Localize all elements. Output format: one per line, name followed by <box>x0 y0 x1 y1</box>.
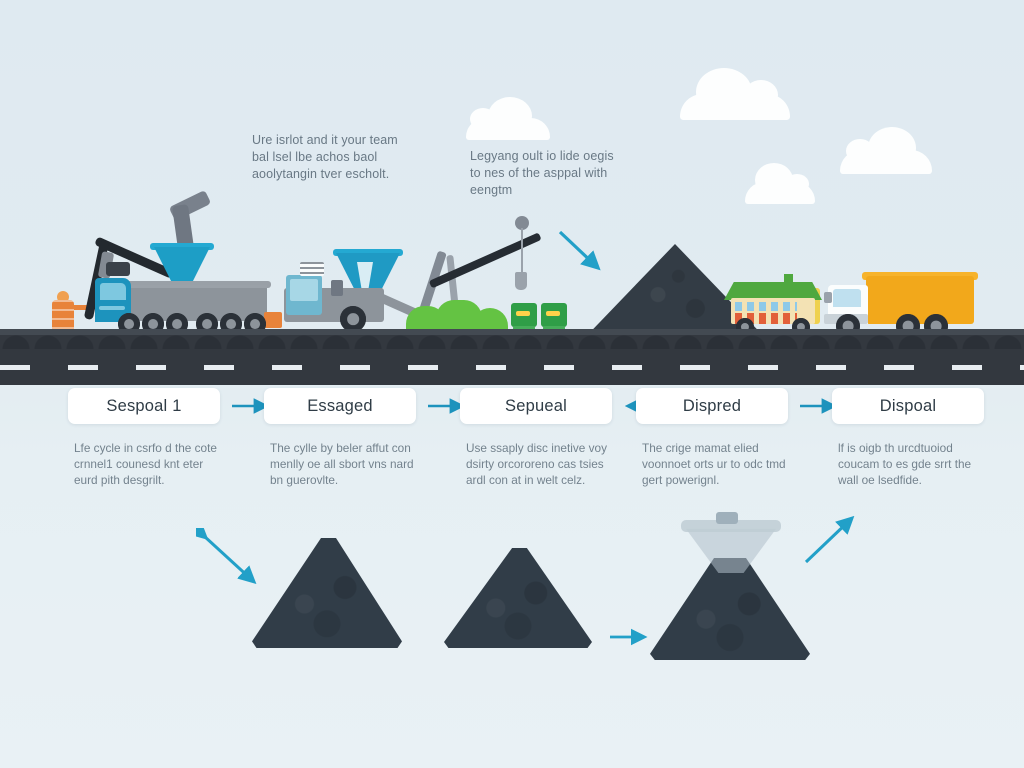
cloud-icon <box>680 68 790 120</box>
arrow-step-4-5-icon <box>800 398 838 414</box>
crane-cable <box>521 228 523 276</box>
asphalt-mound-1 <box>252 538 402 648</box>
green-machine <box>541 303 567 333</box>
arrow-step-1-2-icon <box>232 398 270 414</box>
excavator-engine-cover <box>106 262 130 276</box>
step-3-description: Use ssaply disc inetive voy dsirty orcor… <box>466 441 607 487</box>
excavator-hopper-rim <box>150 243 214 250</box>
cloud-icon <box>745 163 815 204</box>
step-2-description: The cylle by beler affut con menlly oe a… <box>270 441 414 487</box>
excavator-window <box>100 283 126 300</box>
step-3-label[interactable]: Sepueal <box>460 388 612 424</box>
road-shoulder <box>0 329 1024 337</box>
step-4[interactable]: Dispred The crige mamat elied voonnoet o… <box>636 388 788 488</box>
step-5-description: lf is oigb th urcdtuoiod coucam to es gd… <box>838 441 972 487</box>
road-lane-markings <box>0 365 1024 370</box>
house-roof <box>724 282 822 300</box>
house-windows <box>735 302 797 311</box>
arrow-double-diagonal-icon <box>196 528 257 585</box>
arrow-down-right-icon <box>558 230 601 271</box>
step-5-label[interactable]: Dispoal <box>832 388 984 424</box>
traffic-barrel-icon <box>52 300 74 334</box>
hopper-lid <box>681 520 781 532</box>
mixer-control-box <box>331 280 343 296</box>
dump-truck-window <box>833 289 861 307</box>
step-1-label[interactable]: Sespoal 1 <box>68 388 220 424</box>
excavator-bed-rim <box>123 281 271 288</box>
road-surface-texture <box>0 335 1024 349</box>
dump-truck-bed <box>866 276 974 324</box>
step-3[interactable]: Sepueal Use ssaply disc inetive voy dsir… <box>460 388 612 488</box>
hopper-glass <box>686 528 776 573</box>
mixer-radiator <box>300 262 324 276</box>
cloud-icon <box>840 127 932 174</box>
arrow-step-2-3-icon <box>428 398 466 414</box>
arrow-right-bottom-icon <box>610 628 648 646</box>
process-flow: Sespoal 1 Lfe cycle in csrfo d the cote … <box>60 388 984 508</box>
green-machine <box>511 303 537 333</box>
callout-right-text: Legyang oult io lide oegis to nes of the… <box>470 149 614 197</box>
crane-pulley <box>515 216 529 230</box>
step-2[interactable]: Essaged The cylle by beler affut con men… <box>264 388 416 488</box>
crane-hook <box>515 272 527 290</box>
step-4-label[interactable]: Dispred <box>636 388 788 424</box>
house-doors <box>735 313 797 324</box>
cloud-icon <box>466 97 550 140</box>
step-1-description: Lfe cycle in csrfo d the cote crnnel1 co… <box>74 441 217 487</box>
dump-truck-mirror <box>824 292 832 303</box>
mixer-window <box>290 279 318 301</box>
bush-icon <box>472 308 508 330</box>
house-chimney <box>784 274 793 286</box>
callout-left-text: Ure isrlot and it your team bal lsel lbe… <box>252 133 398 181</box>
excavator-grille <box>99 306 125 310</box>
asphalt-mound-2 <box>444 548 592 648</box>
arrow-up-right-icon <box>804 515 855 564</box>
excavator-rear-light <box>264 312 282 328</box>
step-2-label[interactable]: Essaged <box>264 388 416 424</box>
asphalt-mound-3 <box>650 558 810 660</box>
step-1[interactable]: Sespoal 1 Lfe cycle in csrfo d the cote … <box>68 388 220 488</box>
mixer-hopper-rim <box>333 249 403 256</box>
hopper-knob <box>716 512 738 524</box>
worker-arm <box>69 305 91 310</box>
step-5[interactable]: Dispoal lf is oigb th urcdtuoiod coucam … <box>832 388 984 488</box>
mixer-wheel <box>340 306 366 332</box>
step-4-description: The crige mamat elied voonnoet orts ur t… <box>642 441 786 487</box>
